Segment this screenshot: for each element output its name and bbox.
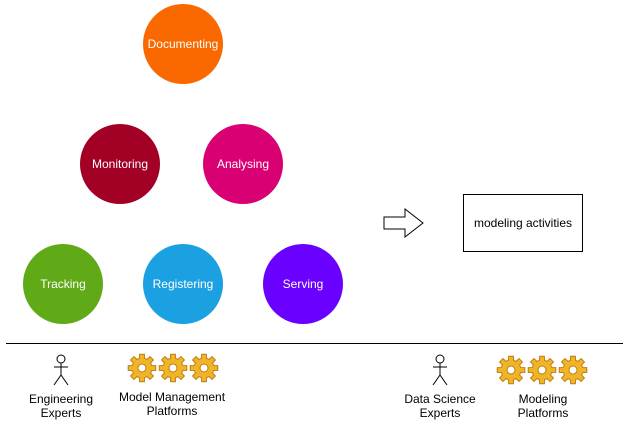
divider-line xyxy=(6,343,623,344)
node-label: Monitoring xyxy=(91,157,149,171)
data-science-experts-label: Data Science Experts xyxy=(404,392,476,420)
box-label: modeling activities xyxy=(473,216,573,230)
node-tracking[interactable]: Tracking xyxy=(23,244,103,324)
modeling-activities-box[interactable]: modeling activities xyxy=(463,194,583,252)
right-arrow-icon xyxy=(383,208,424,238)
gear-icon xyxy=(496,355,526,385)
node-analysing[interactable]: Analysing xyxy=(203,124,283,204)
node-label: Serving xyxy=(282,277,324,291)
gear-icon xyxy=(158,353,188,383)
node-serving[interactable]: Serving xyxy=(263,244,343,324)
modeling-platforms-label: Modeling Platforms xyxy=(517,392,569,420)
node-label: Tracking xyxy=(40,277,86,291)
node-registering[interactable]: Registering xyxy=(143,244,223,324)
model-management-platforms-label: Model Management Platforms xyxy=(118,390,226,418)
engineering-experts-label: Engineering Experts xyxy=(28,392,94,420)
gear-icon xyxy=(558,355,588,385)
gear-icon xyxy=(127,353,157,383)
gear-icon xyxy=(189,353,219,383)
gear-icon xyxy=(527,355,557,385)
person-icon xyxy=(53,354,69,386)
node-documenting[interactable]: Documenting xyxy=(143,4,223,84)
node-label: Registering xyxy=(152,277,214,291)
person-icon xyxy=(432,354,448,386)
node-label: Analysing xyxy=(216,157,270,171)
node-label: Documenting xyxy=(147,37,219,51)
node-monitoring[interactable]: Monitoring xyxy=(80,124,160,204)
